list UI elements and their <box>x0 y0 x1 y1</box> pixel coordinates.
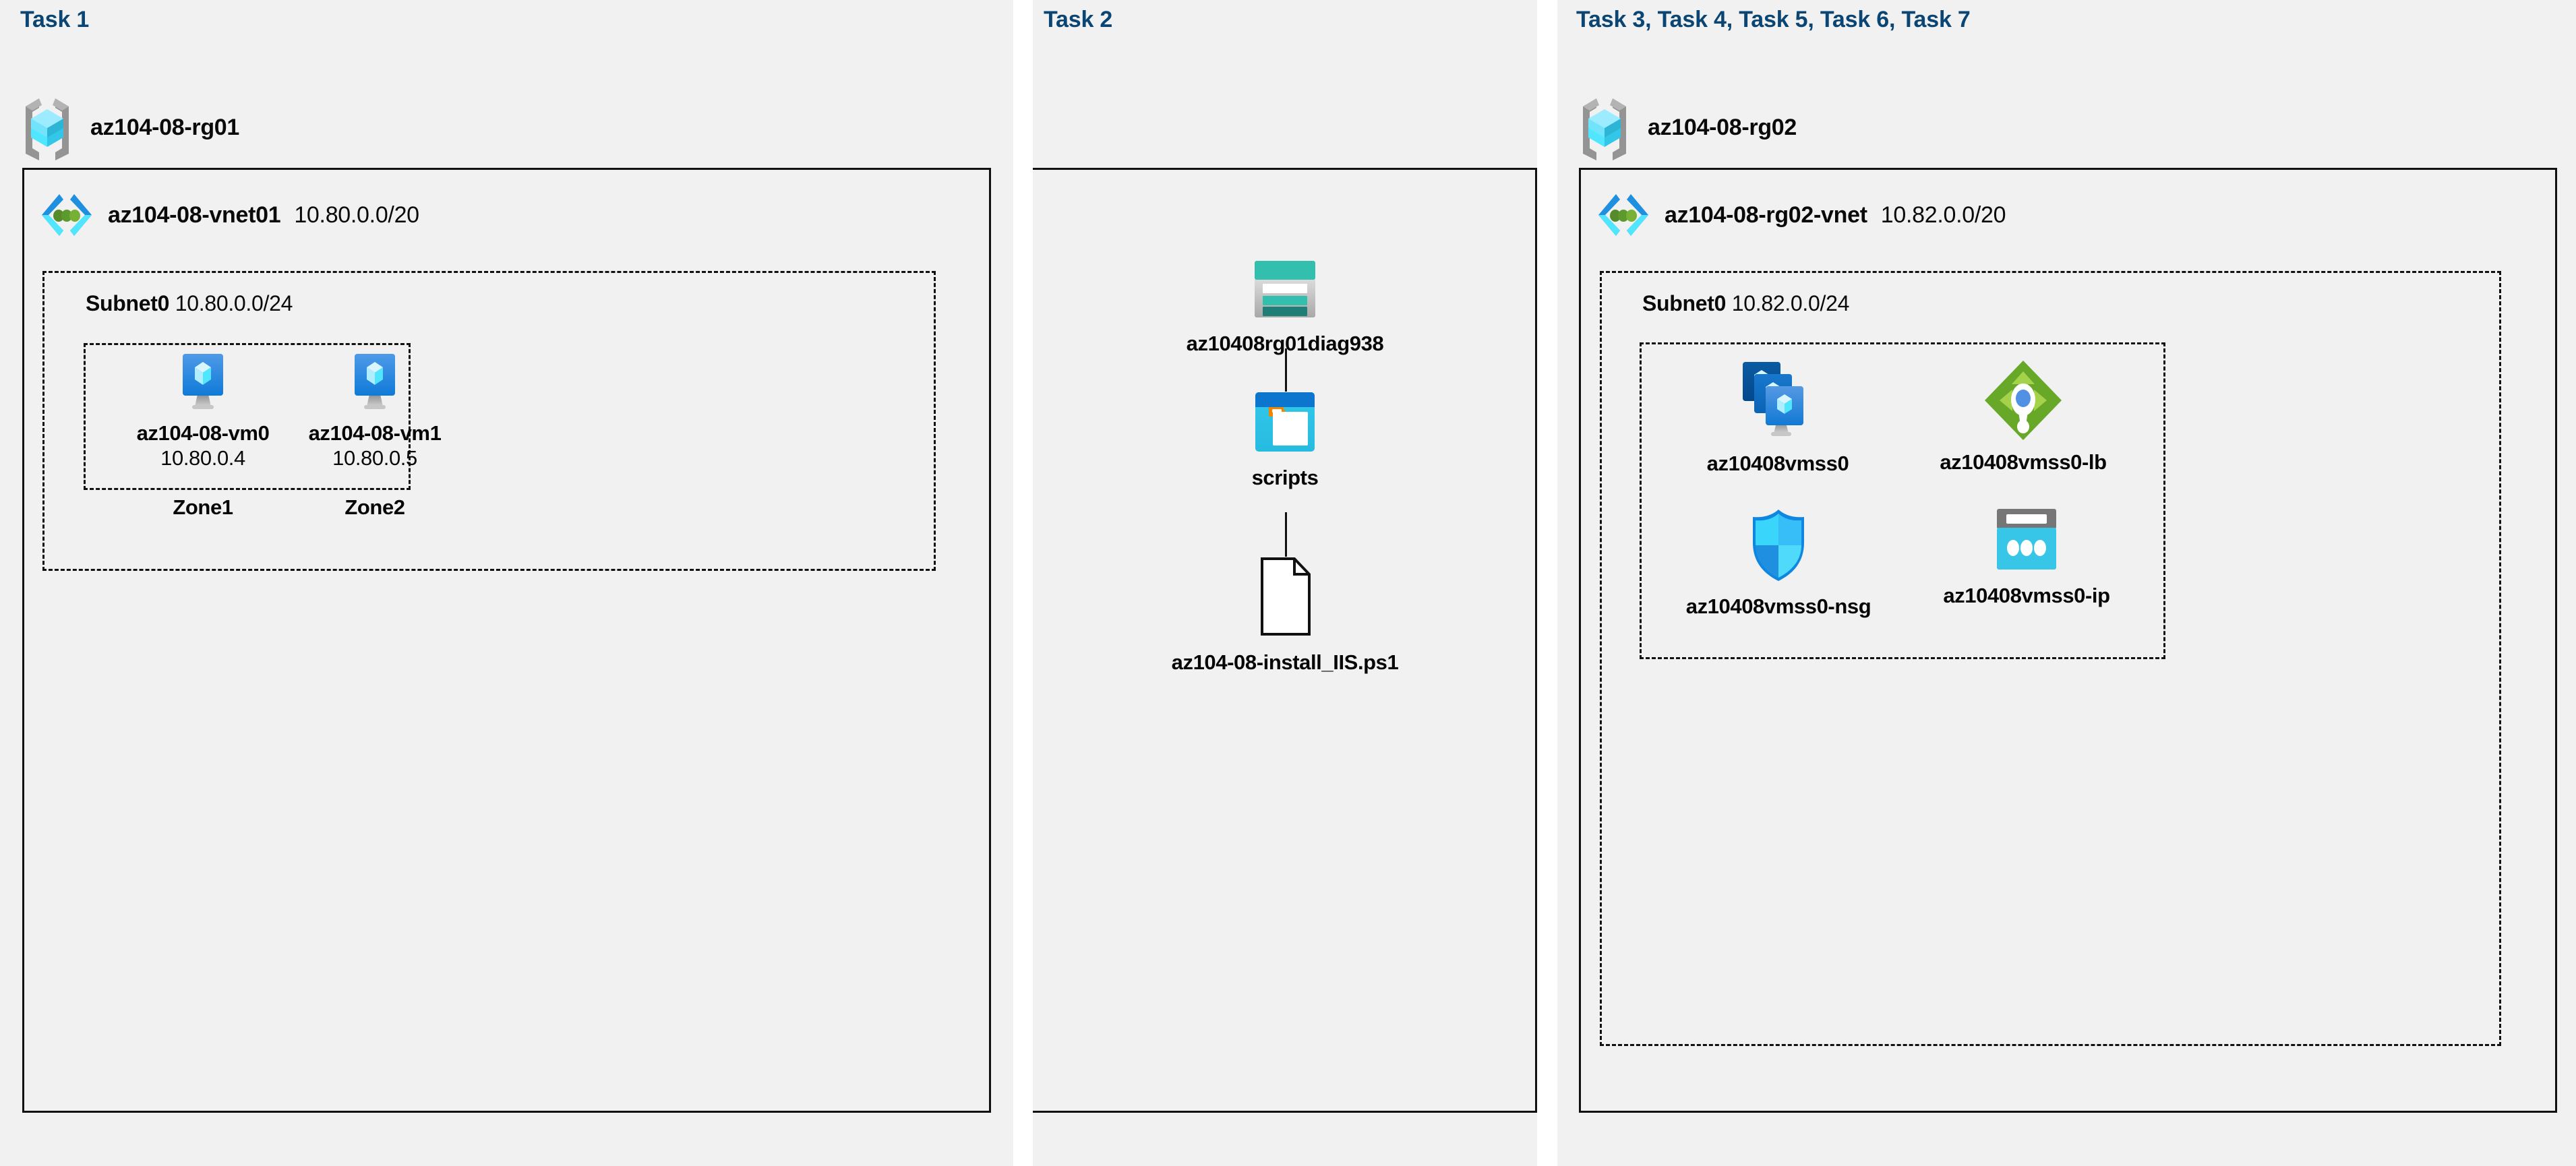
vm-name-label: az104-08-vm1 <box>308 421 442 445</box>
public-ip-label: az10408vmss0-ip <box>1943 584 2110 607</box>
task2-container <box>1033 168 1537 1113</box>
subnet-cidr: 10.82.0.0/24 <box>1731 291 1850 315</box>
network-security-group-icon <box>1747 508 1809 583</box>
subnet-container-task3: Subnet0 10.82.0.0/24 <box>1600 271 2501 1046</box>
resource-group-icon <box>1576 94 1633 160</box>
connector-storage-to-container <box>1285 348 1287 392</box>
vmss-label: az10408vmss0 <box>1706 452 1849 475</box>
vnet-container-az104-08-vnet01: az104-08-vnet01 10.80.0.0/20 Subnet0 10.… <box>22 168 991 1113</box>
connector-container-to-file <box>1285 512 1287 557</box>
virtual-network-icon <box>1596 189 1651 241</box>
load-balancer-label: az10408vmss0-lb <box>1940 450 2107 474</box>
subnet-name: Subnet0 <box>1642 291 1727 315</box>
file-document-icon <box>1253 557 1317 636</box>
blob-container-label: scripts <box>1251 466 1319 489</box>
subnet-name: Subnet0 <box>86 291 170 315</box>
subnet-label-task1: Subnet0 10.80.0.0/24 <box>86 291 293 316</box>
vmss-resource-group-box <box>1640 342 2165 659</box>
load-balancer-icon <box>1983 359 2063 441</box>
task1-panel: Task 1 az104-08-rg01 <box>0 0 1013 1166</box>
virtual-machine-icon <box>177 352 229 410</box>
task3-7-panel: Task 3, Task 4, Task 5, Task 6, Task 7 a… <box>1557 0 2576 1166</box>
nsg-node-az10408vmss0-nsg[interactable]: az10408vmss0-nsg <box>1650 508 1907 619</box>
vmss-node-az10408vmss0[interactable]: az10408vmss0 <box>1667 359 1889 476</box>
load-balancer-node-az10408vmss0-lb[interactable]: az10408vmss0-lb <box>1888 359 2158 474</box>
vm-name-label: az104-08-vm0 <box>136 421 270 445</box>
vm-zone-label: Zone2 <box>345 495 405 520</box>
vm-zone-label: Zone1 <box>173 495 233 520</box>
task2-panel: Task 2 az104 <box>1033 0 1537 1166</box>
vnet-header-row[interactable]: az104-08-rg02-vnet 10.82.0.0/20 <box>1596 189 2006 241</box>
resource-group-label: az104-08-rg01 <box>90 114 240 140</box>
vm-ip-label: 10.80.0.5 <box>332 446 417 470</box>
resource-group-icon <box>19 94 76 160</box>
nsg-label: az10408vmss0-nsg <box>1685 594 1871 618</box>
storage-account-icon <box>1253 259 1317 319</box>
vm-node-az104-08-vm0[interactable]: az104-08-vm0 10.80.0.4 Zone1 <box>109 352 297 520</box>
script-file-node[interactable]: az104-08-install_IIS.ps1 <box>1116 557 1454 675</box>
task1-header: Task 1 <box>20 7 90 32</box>
public-ip-node-az10408vmss0-ip[interactable]: az10408vmss0-ip <box>1898 508 2155 608</box>
blob-container-icon <box>1254 391 1316 453</box>
subnet-cidr: 10.80.0.0/24 <box>175 291 293 315</box>
vm-scale-set-icon <box>1736 359 1820 443</box>
blob-container-node[interactable]: scripts <box>1184 391 1386 490</box>
vm-node-az104-08-vm1[interactable]: az104-08-vm1 10.80.0.5 Zone2 <box>280 352 469 520</box>
public-ip-address-icon <box>1993 508 2060 572</box>
subnet-container-task1: Subnet0 10.80.0.0/24 <box>42 271 936 571</box>
script-file-label: az104-08-install_IIS.ps1 <box>1171 650 1399 674</box>
resource-group-az104-08-rg02[interactable]: az104-08-rg02 <box>1576 94 1797 160</box>
vnet-header-row[interactable]: az104-08-vnet01 10.80.0.0/20 <box>39 189 419 241</box>
subnet-label-task3: Subnet0 10.82.0.0/24 <box>1642 291 1849 316</box>
vnet-name-label: az104-08-rg02-vnet <box>1665 202 1867 228</box>
vnet-cidr-label: 10.80.0.0/20 <box>294 202 419 228</box>
vm-ip-label: 10.80.0.4 <box>160 446 245 470</box>
availability-zone-group <box>84 343 411 490</box>
vnet-name-label: az104-08-vnet01 <box>108 202 281 228</box>
vnet-cidr-label: 10.82.0.0/20 <box>1880 202 2006 228</box>
resource-group-az104-08-rg01[interactable]: az104-08-rg01 <box>19 94 239 160</box>
resource-group-label: az104-08-rg02 <box>1648 114 1797 140</box>
storage-account-node[interactable]: az10408rg01diag938 <box>1150 259 1420 356</box>
virtual-network-icon <box>39 189 94 241</box>
task3-7-header: Task 3, Task 4, Task 5, Task 6, Task 7 <box>1576 7 1971 32</box>
vnet-container-az104-08-rg02-vnet: az104-08-rg02-vnet 10.82.0.0/20 Subnet0 … <box>1579 168 2557 1113</box>
task2-header: Task 2 <box>1044 7 1113 32</box>
virtual-machine-icon <box>349 352 400 410</box>
